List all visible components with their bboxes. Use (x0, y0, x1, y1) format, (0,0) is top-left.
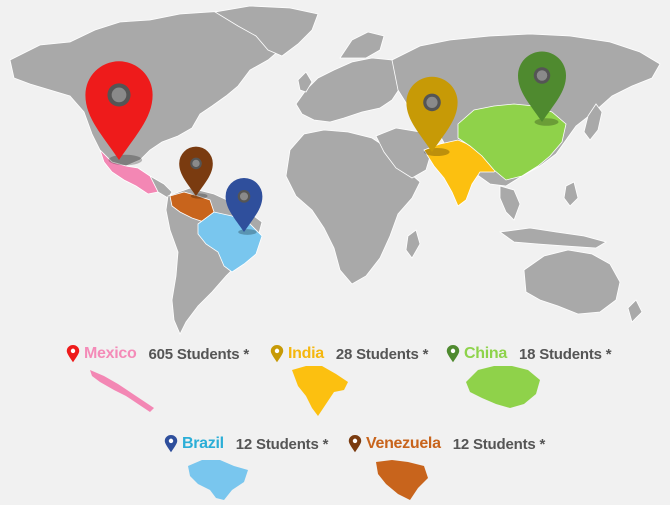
map-mexico (99, 149, 159, 195)
legend-brazil: Brazil 12 Students * (164, 435, 328, 453)
africa-land (285, 129, 421, 285)
legend-mexico: Mexico 605 Students * (66, 345, 249, 363)
legend-shape-mexico (90, 370, 154, 412)
country-name: Brazil (182, 435, 224, 452)
middle-east-land (375, 127, 433, 179)
student-count: 28 Students * (335, 345, 429, 363)
madagascar-land (405, 229, 421, 259)
map-pin-venezuela (179, 146, 213, 199)
map-pin-icon (446, 345, 460, 363)
country-name: India (288, 345, 324, 362)
map-pin-china (518, 51, 566, 126)
legend-india: India 28 Students * (270, 345, 428, 363)
japan-land (583, 103, 603, 141)
map-pin-mexico (85, 61, 153, 166)
legend-shape-venezuela (376, 460, 428, 500)
map-india (423, 139, 501, 207)
student-count: 605 Students * (148, 345, 250, 363)
country-name: China (464, 345, 507, 362)
map-china (457, 103, 567, 181)
legend-china: China 18 Students * (446, 345, 612, 363)
student-count: 12 Students * (235, 435, 329, 453)
map-pin-brazil (225, 177, 263, 235)
legend-venezuela: Venezuela 12 Students * (348, 435, 545, 453)
map-pin-icon (66, 345, 80, 363)
indonesia-land (498, 227, 608, 249)
legend-shape-china (466, 366, 540, 408)
new-zealand-land (627, 299, 643, 323)
scandinavia-land (339, 31, 385, 59)
map-pin-india (406, 76, 458, 156)
southeast-asia-land (499, 185, 521, 221)
philippines-land (563, 181, 579, 207)
land-masses (9, 5, 661, 335)
legend-shape-india (292, 366, 348, 416)
europe-land (295, 57, 405, 123)
legend-shape-brazil (188, 460, 248, 500)
country-name: Mexico (84, 345, 137, 362)
student-count: 18 Students * (518, 345, 612, 363)
map-pin-icon (270, 345, 284, 363)
map-pin-icon (348, 435, 362, 453)
uk-land (297, 71, 313, 93)
student-count: 12 Students * (452, 435, 546, 453)
australia-land (523, 249, 621, 315)
map-pin-icon (164, 435, 178, 453)
greenland-land (213, 5, 319, 57)
country-name: Venezuela (366, 435, 441, 452)
